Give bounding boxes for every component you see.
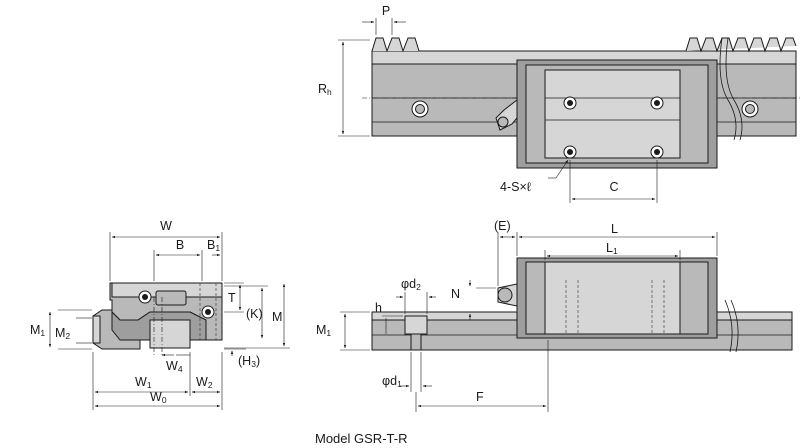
label-m1-side: M1 [316, 323, 331, 338]
label-m1-end: M1 [30, 323, 45, 338]
label-4-s-l: 4-S×ℓ [500, 180, 531, 194]
top-view: P Rh 4-S×ℓ C [318, 4, 800, 203]
label-d1: φd1 [382, 374, 402, 389]
figure-caption: Model GSR-T-R [315, 431, 407, 446]
end-view: W B B1 T (K) M M1 M2 [30, 219, 290, 410]
label-l: L [611, 222, 618, 236]
label-w0: W0 [150, 390, 167, 405]
label-w: W [160, 219, 172, 233]
label-t: T [228, 291, 236, 305]
label-b: B [176, 238, 184, 252]
label-w4: W4 [166, 359, 183, 374]
label-w2: W2 [196, 375, 213, 390]
label-f: F [476, 390, 484, 404]
label-c: C [609, 180, 618, 194]
label-n: N [451, 287, 460, 301]
label-h3: (H3) [238, 354, 260, 369]
label-e: (E) [494, 219, 511, 233]
label-w1: W1 [135, 375, 152, 390]
label-k: (K) [246, 307, 263, 321]
dimension-p: P [362, 4, 406, 35]
carriage-block-top [495, 59, 718, 169]
dimension-rh: Rh [318, 39, 370, 137]
label-l1: L1 [606, 241, 618, 256]
label-p: P [382, 4, 390, 18]
label-d2: φd2 [401, 277, 421, 292]
dimension-c: 4-S×ℓ C [500, 159, 658, 203]
label-h: h [375, 301, 382, 315]
label-b1: B1 [207, 238, 220, 253]
side-view: (E) L L1 φd2 N h M1 [316, 219, 793, 412]
label-m: M [272, 310, 282, 324]
label-rh: Rh [318, 82, 332, 97]
label-m2: M2 [55, 326, 70, 341]
